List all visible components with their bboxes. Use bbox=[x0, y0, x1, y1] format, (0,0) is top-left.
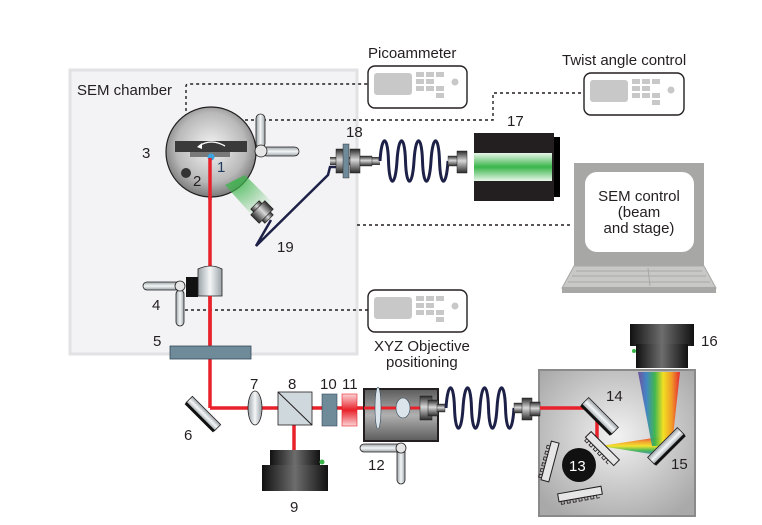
twist-angle-label: Twist angle control bbox=[562, 52, 686, 69]
collection-optic-19 bbox=[225, 165, 340, 247]
objective-lens-4 bbox=[142, 265, 223, 327]
fiber-coil-top bbox=[378, 139, 450, 183]
picoammeter-wire bbox=[185, 83, 368, 183]
dispersed-beam-to-detector bbox=[638, 372, 680, 446]
label-11: 11 bbox=[342, 376, 358, 393]
label-4: 4 bbox=[152, 297, 160, 314]
label-10: 10 bbox=[320, 376, 337, 393]
label-2: 2 bbox=[193, 173, 201, 190]
sample-holder bbox=[175, 141, 247, 152]
label-19: 19 bbox=[277, 239, 294, 256]
sem-control-label-line1: SEM control bbox=[598, 188, 680, 205]
label-7: 7 bbox=[250, 376, 258, 393]
picoammeter-label: Picoammeter bbox=[368, 45, 456, 62]
dispersed-beam bbox=[600, 437, 660, 455]
xyz-label-line1: XYZ Objective bbox=[374, 338, 470, 355]
mirror-6 bbox=[184, 395, 222, 433]
label-16: 16 bbox=[701, 333, 718, 350]
picoammeter-instrument bbox=[367, 65, 468, 109]
xyz-label-line2: positioning bbox=[386, 354, 458, 371]
label-6: 6 bbox=[184, 427, 192, 444]
label-18: 18 bbox=[346, 124, 363, 141]
label-3: 3 bbox=[142, 145, 150, 162]
label-5: 5 bbox=[153, 333, 161, 350]
label-1: 1 bbox=[217, 159, 225, 176]
sample-stage-sphere bbox=[165, 106, 257, 198]
label-17: 17 bbox=[507, 113, 524, 130]
light-source-17 bbox=[474, 133, 560, 201]
spectrometer-input-connector bbox=[513, 397, 541, 421]
sem-chamber-label: SEM chamber bbox=[77, 82, 172, 99]
beam-splitter-8 bbox=[277, 391, 313, 426]
label-12: 12 bbox=[368, 457, 385, 474]
filter-11 bbox=[341, 393, 358, 427]
mirror-15 bbox=[647, 427, 686, 466]
fiber-coil-bottom bbox=[444, 386, 516, 430]
sem-control-computer bbox=[561, 163, 717, 293]
spectrometer-camera-16 bbox=[630, 324, 694, 368]
xyz-objective-instrument bbox=[367, 289, 468, 333]
mirror-14 bbox=[580, 397, 619, 436]
sem-control-label-line3: and stage) bbox=[604, 220, 675, 237]
stage-rotation-actuator bbox=[254, 113, 300, 158]
label-15: 15 bbox=[671, 456, 688, 473]
twist-angle-instrument bbox=[583, 72, 685, 116]
label-14: 14 bbox=[606, 388, 623, 405]
label-9: 9 bbox=[290, 499, 298, 516]
top-connector bbox=[447, 150, 468, 174]
camera-9 bbox=[262, 450, 328, 491]
lens-7 bbox=[247, 390, 263, 426]
filter-10 bbox=[321, 393, 338, 427]
fiber-coupler-12 bbox=[359, 386, 446, 485]
grating-turret-13 bbox=[538, 430, 621, 505]
label-13: 13 bbox=[569, 458, 586, 475]
component-labels: 1 2 3 4 5 6 7 8 9 10 11 12 13 14 15 16 1… bbox=[142, 113, 718, 516]
label-8: 8 bbox=[288, 376, 296, 393]
chamber-window-5 bbox=[169, 345, 252, 360]
detector-2 bbox=[181, 168, 191, 178]
sem-control-label-line2: (beam bbox=[618, 204, 661, 221]
fiber-feedthrough-18 bbox=[330, 143, 380, 179]
collection-fiber bbox=[254, 165, 340, 247]
